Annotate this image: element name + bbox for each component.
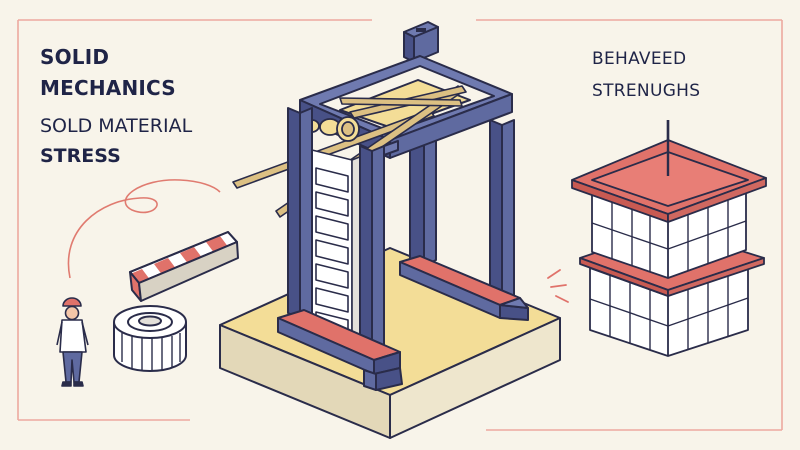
subtitle-line-material: SOLD MATERIAL <box>40 115 193 137</box>
test-rig-front-posts <box>287 107 399 367</box>
caption-line-behaved: BEHAVEED <box>592 49 687 69</box>
test-rig-front-beam <box>277 309 403 391</box>
hazard-striped-beam-icon <box>129 231 239 302</box>
crosshead-grip <box>304 116 360 142</box>
title-line-solid: SOLID <box>40 45 110 69</box>
caption-line-strengths: STRENUGHS <box>592 81 701 101</box>
motion-curve <box>67 179 221 279</box>
test-rig-top-frame <box>299 55 513 159</box>
divider-rules <box>17 19 783 431</box>
stacked-cube-block-icon <box>571 120 767 357</box>
subtitle-line-stress: STRESS <box>40 145 121 167</box>
title-line-mechanics: MECHANICS <box>40 76 176 100</box>
person-with-hardhat-icon <box>56 297 89 387</box>
cylinder-specimen-icon <box>113 305 187 372</box>
specimen-ladder-column <box>311 149 363 341</box>
impact-marks <box>547 269 569 303</box>
